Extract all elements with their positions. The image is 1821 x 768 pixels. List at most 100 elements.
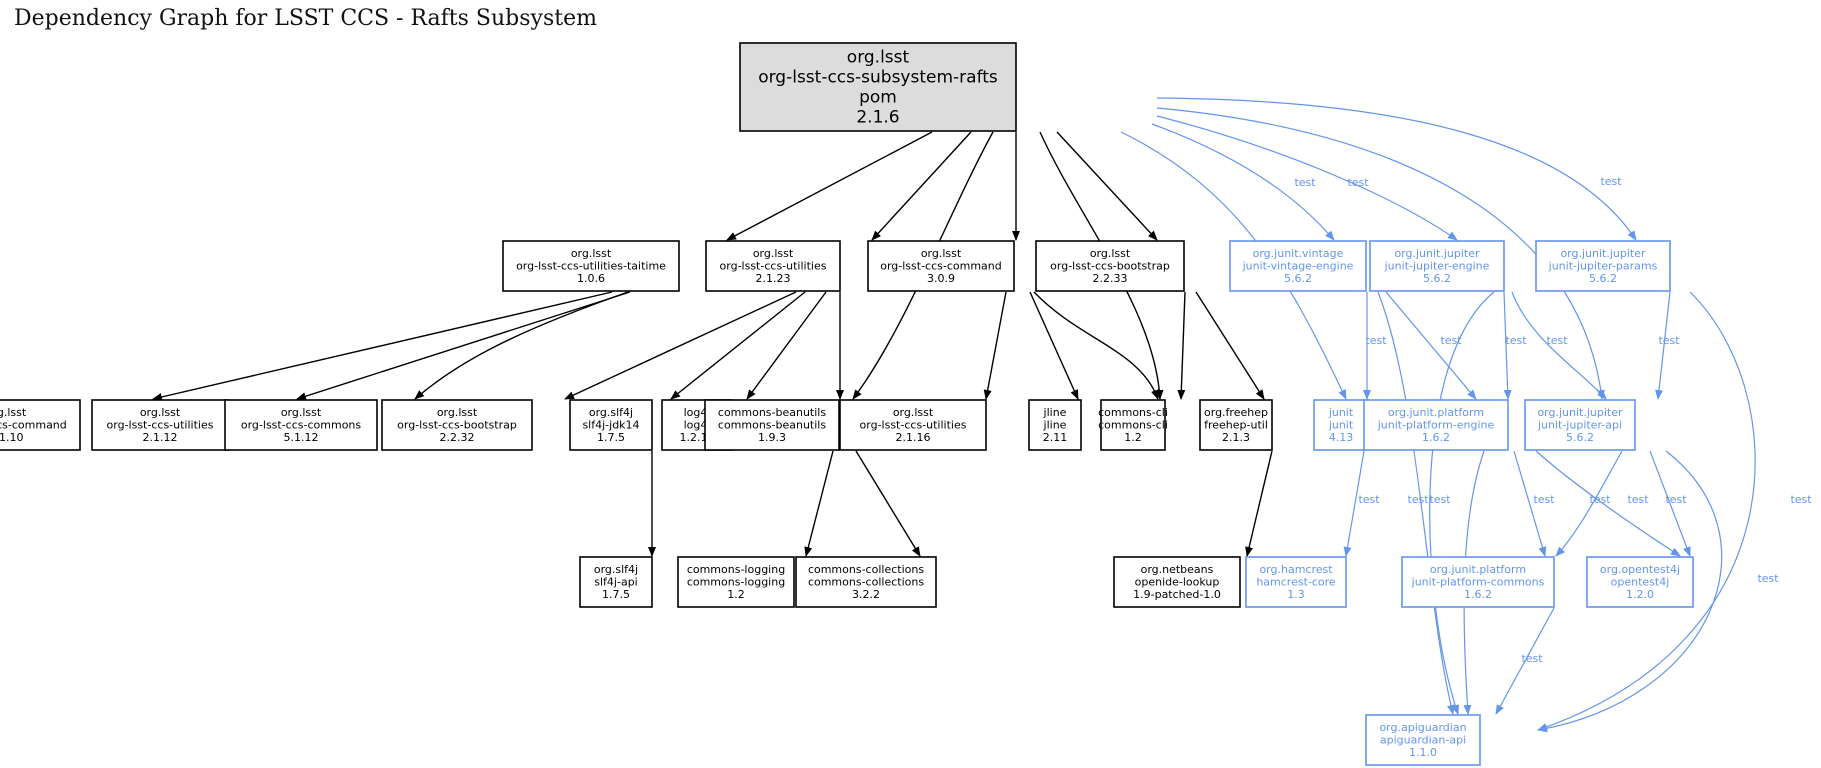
node-label-line: 1.2	[1124, 431, 1142, 444]
edge-label-test: test	[1347, 176, 1369, 189]
node-label-line: apiguardian-api	[1380, 734, 1466, 747]
node-label-line: 2.1.6	[856, 108, 899, 128]
node-label-line: 5.6.2	[1566, 431, 1594, 444]
node-box	[1401, 556, 1555, 608]
edge-utilities-to-bootstrap232	[564, 291, 797, 400]
node-lookup[interactable]: org.netbeansopenide-lookup1.9-patched-1.…	[1113, 556, 1241, 608]
node-jupparams[interactable]: org.junit.jupiterjunit-jupiter-params5.6…	[1535, 240, 1671, 292]
node-platcommons[interactable]: org.junit.platformjunit-platform-commons…	[1401, 556, 1555, 608]
node-label-line: 1.7.5	[602, 588, 630, 601]
edge-utilities-to-slf4jjdk	[670, 291, 806, 400]
edge-utilities-to-log4j	[746, 291, 827, 400]
node-box	[0, 399, 81, 451]
edge-jupengine-to-platengine	[1503, 291, 1512, 400]
node-box	[704, 399, 840, 451]
node-vintage[interactable]: org.junit.vintagejunit-vintage-engine5.6…	[1229, 240, 1367, 292]
node-label-line: 5.1.12	[284, 431, 319, 444]
node-platengine[interactable]: org.junit.platformjunit-platform-engine1…	[1363, 399, 1509, 451]
node-label-line: 4.13	[1329, 431, 1354, 444]
node-label-line: pom	[859, 88, 897, 108]
node-label-line: org.lsst	[140, 406, 181, 419]
node-label-line: log4j	[684, 406, 711, 419]
node-label-line: org-lsst-ccs-utilities	[720, 260, 827, 273]
node-label-line: org.lsst	[847, 48, 910, 68]
node-box	[1245, 556, 1347, 608]
edge-taitime-to-utilities212	[296, 291, 631, 401]
node-jupengine[interactable]: org.junit.jupiterjunit-jupiter-engine5.6…	[1369, 240, 1505, 292]
edge-bootstrap-to-freehep	[1195, 291, 1265, 400]
edge-label-test: test	[1589, 493, 1611, 506]
edge-root-to-jupapi	[1156, 107, 1605, 400]
edge-root-to-vintage	[1151, 123, 1335, 241]
node-label-line: commons-logging	[687, 563, 785, 576]
edge-label-test: test	[1294, 176, 1316, 189]
node-label-line: jline	[1043, 406, 1067, 419]
node-label-line: 1.3	[1287, 588, 1305, 601]
edge-vintage-to-apiguardian	[1377, 291, 1455, 715]
edge-taitime-to-commons512	[414, 291, 629, 400]
edge-label-test: test	[1533, 493, 1555, 506]
node-label-line: org.lsst	[893, 406, 934, 419]
node-label-line: org.lsst	[0, 406, 27, 419]
node-box	[795, 556, 937, 608]
node-box	[1035, 240, 1185, 292]
edge-freehep-to-lookup	[1245, 450, 1273, 557]
edge-label-test: test	[1521, 652, 1543, 665]
node-label-line: org.slf4j	[594, 563, 638, 576]
node-label-line: junit	[1328, 406, 1354, 419]
node-label-line: commons-collections	[808, 563, 924, 576]
node-label-line: 5.6.2	[1589, 272, 1617, 285]
node-label-line: org.freehep	[1204, 406, 1268, 419]
node-label-line: 5.6.2	[1423, 272, 1451, 285]
edge-platengine-to-platcommons	[1513, 450, 1547, 557]
node-label-line: org.hamcrest	[1259, 563, 1333, 576]
edge-jupparams-to-apiguardian	[1537, 291, 1756, 731]
node-label-line: 5.6.2	[1284, 272, 1312, 285]
node-box	[839, 399, 987, 451]
node-box	[1028, 399, 1082, 451]
node-box	[91, 399, 229, 451]
edge-label-test: test	[1505, 334, 1527, 347]
node-box	[224, 399, 378, 451]
node-label-line: commons-beanutils	[718, 419, 826, 432]
node-collections[interactable]: commons-collectionscommons-collections3.…	[795, 556, 937, 608]
node-taitime[interactable]: org.lsstorg-lsst-ccs-utilities-taitime1.…	[502, 240, 680, 292]
node-label-line: 2.2.32	[440, 431, 475, 444]
node-label-line: slf4j-api	[594, 576, 637, 589]
node-label-line: org.lsst	[571, 247, 612, 260]
node-label-line: org.junit.platform	[1430, 563, 1526, 576]
edge-bootstrap-to-commonscli	[1177, 291, 1186, 400]
node-label-line: commons-logging	[687, 576, 785, 589]
node-label-line: org.junit.jupiter	[1394, 247, 1480, 260]
node-label-line: org-lsst-ccs-utilities	[860, 419, 967, 432]
edge-taitime-to-command210	[152, 291, 613, 401]
node-box	[1524, 399, 1636, 451]
edge-label-test: test	[1627, 493, 1649, 506]
node-label-line: 2.1.12	[143, 431, 178, 444]
edge-jupapi-to-opentest4j	[1649, 450, 1691, 557]
edge-command-to-jline	[1029, 291, 1079, 400]
node-box	[1369, 240, 1505, 292]
node-root[interactable]: org.lsstorg-lsst-ccs-subsystem-raftspom2…	[739, 42, 1017, 132]
edge-label-test: test	[1429, 493, 1451, 506]
